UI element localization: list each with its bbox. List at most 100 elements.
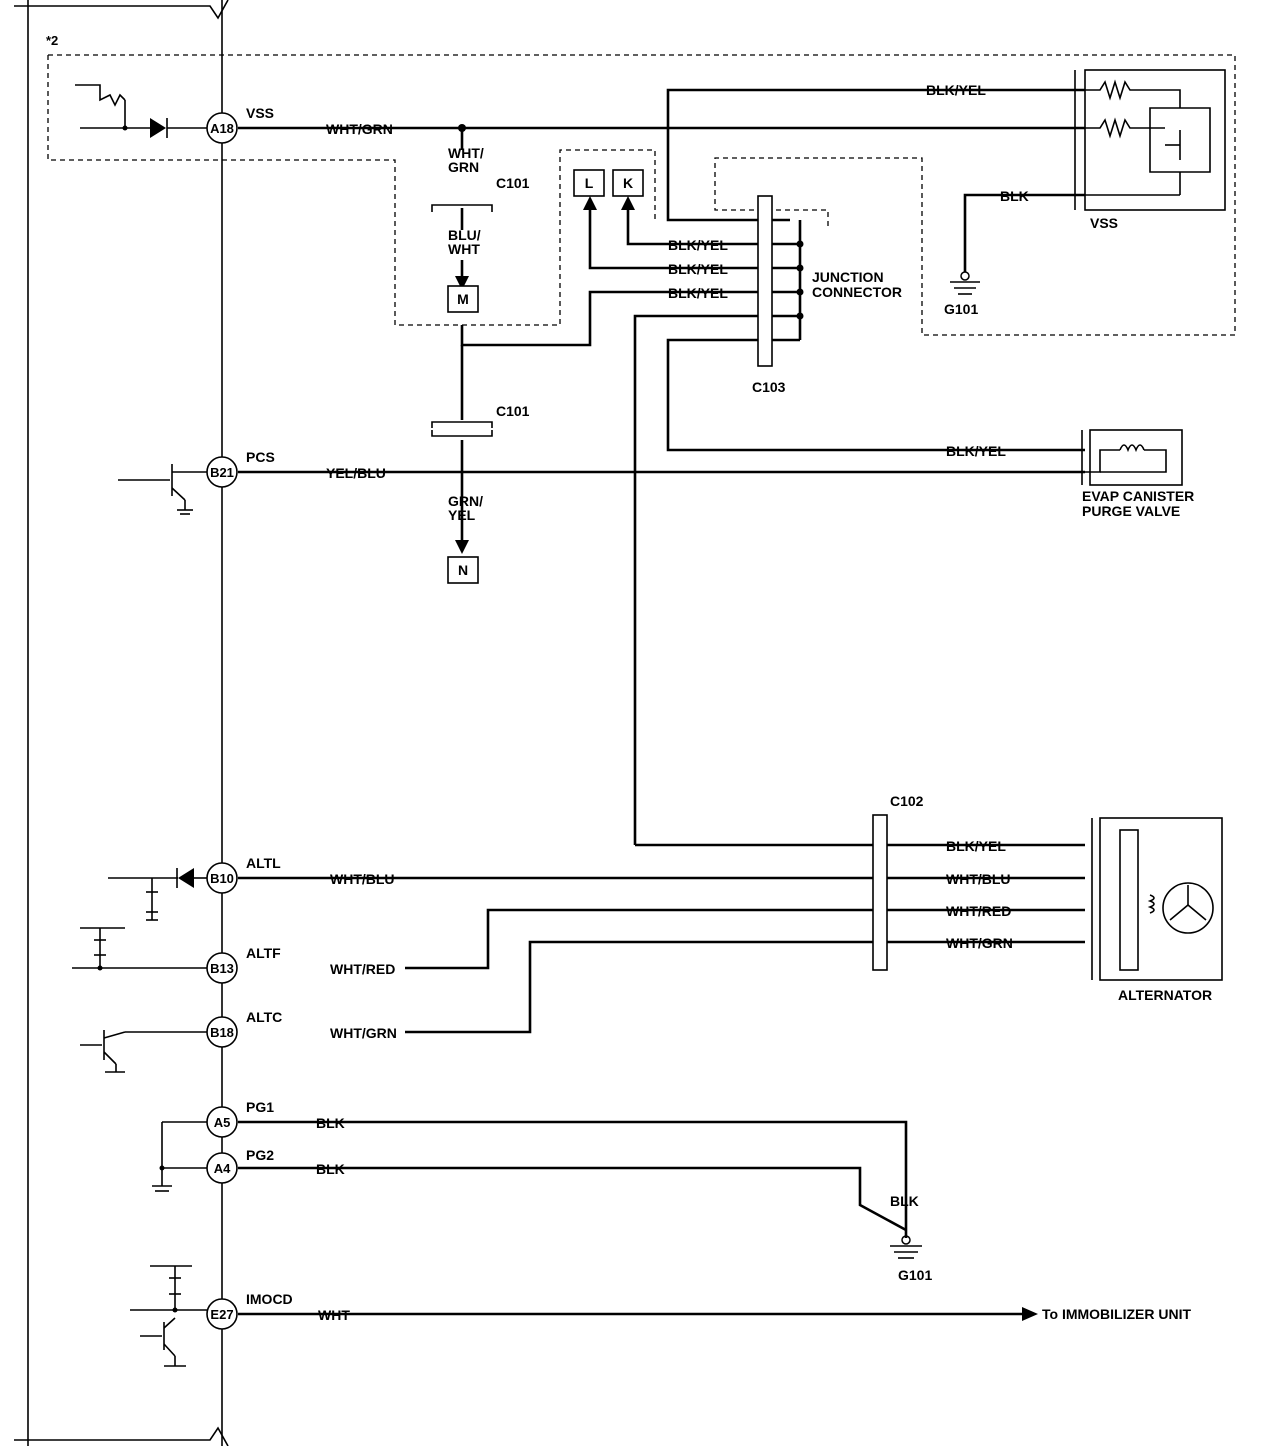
b13-internal — [72, 927, 208, 971]
c101-top-label: C101 — [496, 175, 530, 191]
arrows — [455, 196, 1038, 1321]
alternator — [1091, 817, 1223, 981]
pin-a4: A4 — [206, 1152, 238, 1184]
pin-a18: A18 — [206, 112, 238, 144]
svg-text:L: L — [585, 175, 594, 191]
ref-box-l: L — [573, 169, 605, 197]
ref-box-k: K — [612, 169, 644, 197]
svg-text:A18: A18 — [210, 121, 234, 136]
evap-purge-valve — [1081, 429, 1183, 486]
blk-yel-2: BLK/YEL — [668, 261, 728, 277]
signal-pg2: PG2 — [246, 1147, 274, 1163]
arrow-up-icon — [583, 196, 597, 210]
wire-b13: WHT/RED — [330, 961, 395, 977]
g101-bottom-label: G101 — [898, 1267, 932, 1283]
svg-text:B18: B18 — [210, 1025, 234, 1040]
svg-text:B13: B13 — [210, 961, 234, 976]
grn-yel-a: GRN/ — [448, 493, 483, 509]
b10-internal — [108, 868, 208, 921]
b21-internal — [118, 464, 208, 515]
junction-label-b: CONNECTOR — [812, 284, 902, 300]
evap-label-b: PURGE VALVE — [1082, 503, 1180, 519]
g101-top-label: G101 — [944, 301, 978, 317]
diode-icon — [178, 868, 194, 888]
labels: VSS WHT/GRN WHT/ GRN C101 BLU/ WHT BLK/Y… — [246, 82, 1212, 1323]
pin-e27: E27 — [206, 1298, 238, 1330]
svg-text:E27: E27 — [210, 1307, 233, 1322]
svg-text:A4: A4 — [214, 1161, 231, 1176]
c101-bot-wire-a: BLU/ — [448, 227, 481, 243]
evap-wire: BLK/YEL — [946, 443, 1006, 459]
ref-box-n: N — [447, 556, 479, 584]
blk-yel-3: BLK/YEL — [668, 285, 728, 301]
ref-box-m: M — [447, 285, 479, 313]
signal-altl: ALTL — [246, 855, 281, 871]
alt-wire-1: BLK/YEL — [946, 838, 1006, 854]
svg-text:M: M — [457, 291, 469, 307]
signal-pg1: PG1 — [246, 1099, 274, 1115]
arrow-down-icon — [455, 540, 469, 554]
svg-text:B10: B10 — [210, 871, 234, 886]
alt-wire-2: WHT/BLU — [946, 871, 1011, 887]
wire-a18: WHT/GRN — [326, 121, 393, 137]
svg-text:B21: B21 — [210, 465, 234, 480]
evap-label-a: EVAP CANISTER — [1082, 488, 1194, 504]
junction-label-a: JUNCTION — [812, 269, 884, 285]
pin-b13: B13 — [206, 952, 238, 984]
c102-connector — [872, 814, 888, 971]
grn-yel-b: YEL — [448, 507, 476, 523]
blk-yel-1: BLK/YEL — [668, 237, 728, 253]
wire-b18: WHT/GRN — [330, 1025, 397, 1041]
note2-region: *2 — [46, 33, 1236, 336]
arrow-up-icon — [621, 196, 635, 210]
pin-b21: B21 — [206, 456, 238, 488]
signal-altc: ALTC — [246, 1009, 282, 1025]
pin-b18: B18 — [206, 1016, 238, 1048]
b18-internal — [80, 1030, 208, 1073]
signal-imocd: IMOCD — [246, 1291, 293, 1307]
c101-top-wire-a: WHT/ — [448, 145, 484, 161]
svg-text:N: N — [458, 562, 468, 578]
vss-sensor — [1074, 69, 1226, 211]
arrow-right-icon — [1022, 1307, 1038, 1321]
c101-mid-label: C101 — [496, 403, 530, 419]
junction-connector — [757, 195, 804, 367]
vss-top-wire: BLK/YEL — [926, 82, 986, 98]
signal-vss: VSS — [246, 105, 274, 121]
a18-internal — [75, 84, 208, 138]
c103-label: C103 — [752, 379, 786, 395]
alternator-label: ALTERNATOR — [1118, 987, 1212, 1003]
c101-connector-mid — [431, 421, 493, 437]
arrow-down-icon — [455, 276, 469, 290]
vss-blk-wire: BLK — [1000, 188, 1029, 204]
pin-b10: B10 — [206, 862, 238, 894]
c101-top-wire-b: GRN — [448, 159, 479, 175]
ground-blk-wire: BLK — [890, 1193, 919, 1209]
ecm-module — [14, 0, 229, 1446]
c102-label: C102 — [890, 793, 924, 809]
alt-wire-4: WHT/GRN — [946, 935, 1013, 951]
c101-connector-top — [431, 204, 493, 212]
diode-icon — [150, 118, 166, 138]
pin-a5: A5 — [206, 1106, 238, 1138]
wire-b21: YEL/BLU — [326, 465, 386, 481]
svg-text:K: K — [623, 175, 633, 191]
signal-altf: ALTF — [246, 945, 281, 961]
svg-text:A5: A5 — [214, 1115, 231, 1130]
wire-a4: BLK — [316, 1161, 345, 1177]
c101-bot-wire-b: WHT — [448, 241, 480, 257]
wire-a5: BLK — [316, 1115, 345, 1131]
wire-e27: WHT — [318, 1307, 350, 1323]
signal-pcs: PCS — [246, 449, 275, 465]
ground-g101-top — [950, 271, 980, 295]
wire-b10: WHT/BLU — [330, 871, 395, 887]
pg-internal — [152, 1121, 208, 1192]
note2-label: *2 — [46, 33, 58, 48]
wires — [238, 88, 1085, 1316]
ground-g101-bottom — [890, 1235, 922, 1259]
vss-component-label: VSS — [1090, 215, 1118, 231]
immobilizer-label: To IMMOBILIZER UNIT — [1042, 1306, 1191, 1322]
e27-internal — [130, 1265, 208, 1367]
alt-wire-3: WHT/RED — [946, 903, 1011, 919]
